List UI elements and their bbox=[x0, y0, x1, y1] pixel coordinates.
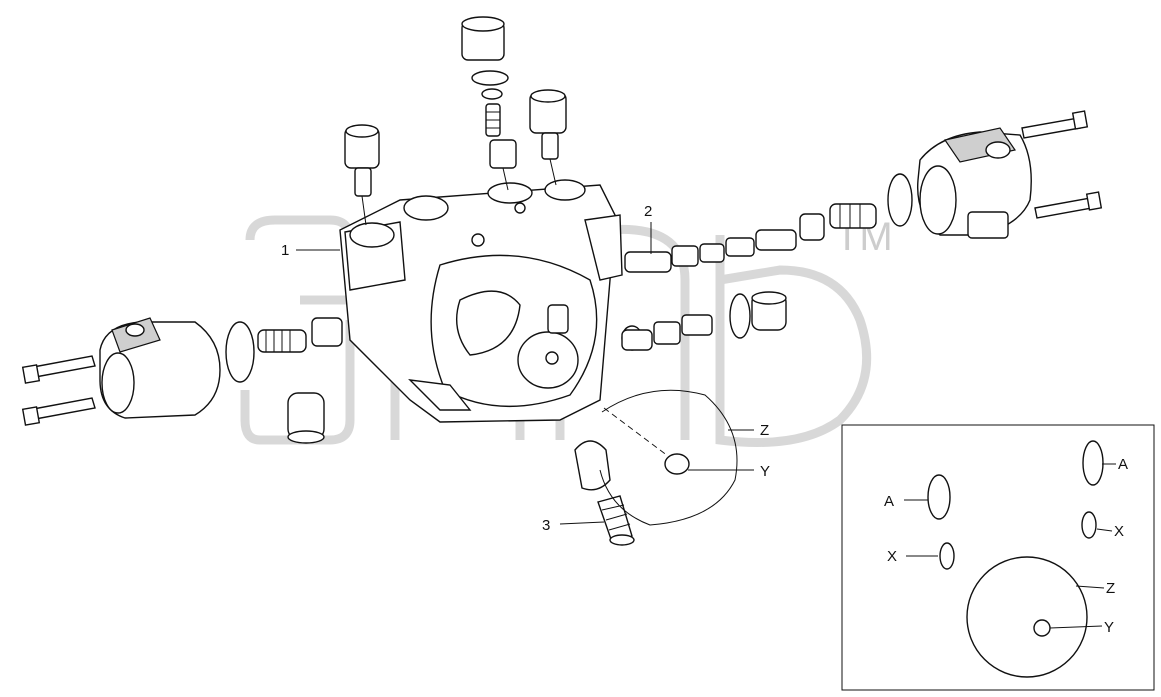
inset-label-a-right: A bbox=[1118, 456, 1128, 473]
lower-spool bbox=[621, 291, 787, 351]
upper-spool bbox=[624, 173, 913, 273]
callout-2: 2 bbox=[644, 203, 652, 220]
right-end-cap bbox=[916, 127, 1032, 239]
detail-circle-z bbox=[599, 389, 738, 526]
callout-z: Z bbox=[760, 422, 769, 439]
left-end-cap bbox=[99, 317, 255, 419]
left-bolts bbox=[21, 355, 96, 426]
inset-label-z: Z bbox=[1106, 580, 1115, 597]
callout-leaders bbox=[296, 222, 754, 525]
callout-1: 1 bbox=[281, 242, 289, 259]
relief-valve-center bbox=[461, 16, 517, 191]
inset-label-x-right: X bbox=[1114, 523, 1124, 540]
bottom-port-parts bbox=[574, 440, 635, 546]
right-bolts bbox=[1021, 110, 1103, 219]
callout-3: 3 bbox=[542, 517, 550, 534]
relief-valve-left bbox=[344, 124, 380, 226]
left-spring bbox=[257, 317, 343, 353]
inset-label-a-left: A bbox=[884, 493, 894, 510]
callout-y: Y bbox=[760, 463, 770, 480]
inset-box: A A X X Z Y bbox=[841, 424, 1155, 691]
relief-valve-right bbox=[529, 89, 567, 186]
valve-body bbox=[339, 179, 643, 423]
left-plug bbox=[287, 392, 325, 444]
inset-label-x-left: X bbox=[887, 548, 897, 565]
inset-label-y: Y bbox=[1104, 619, 1114, 636]
